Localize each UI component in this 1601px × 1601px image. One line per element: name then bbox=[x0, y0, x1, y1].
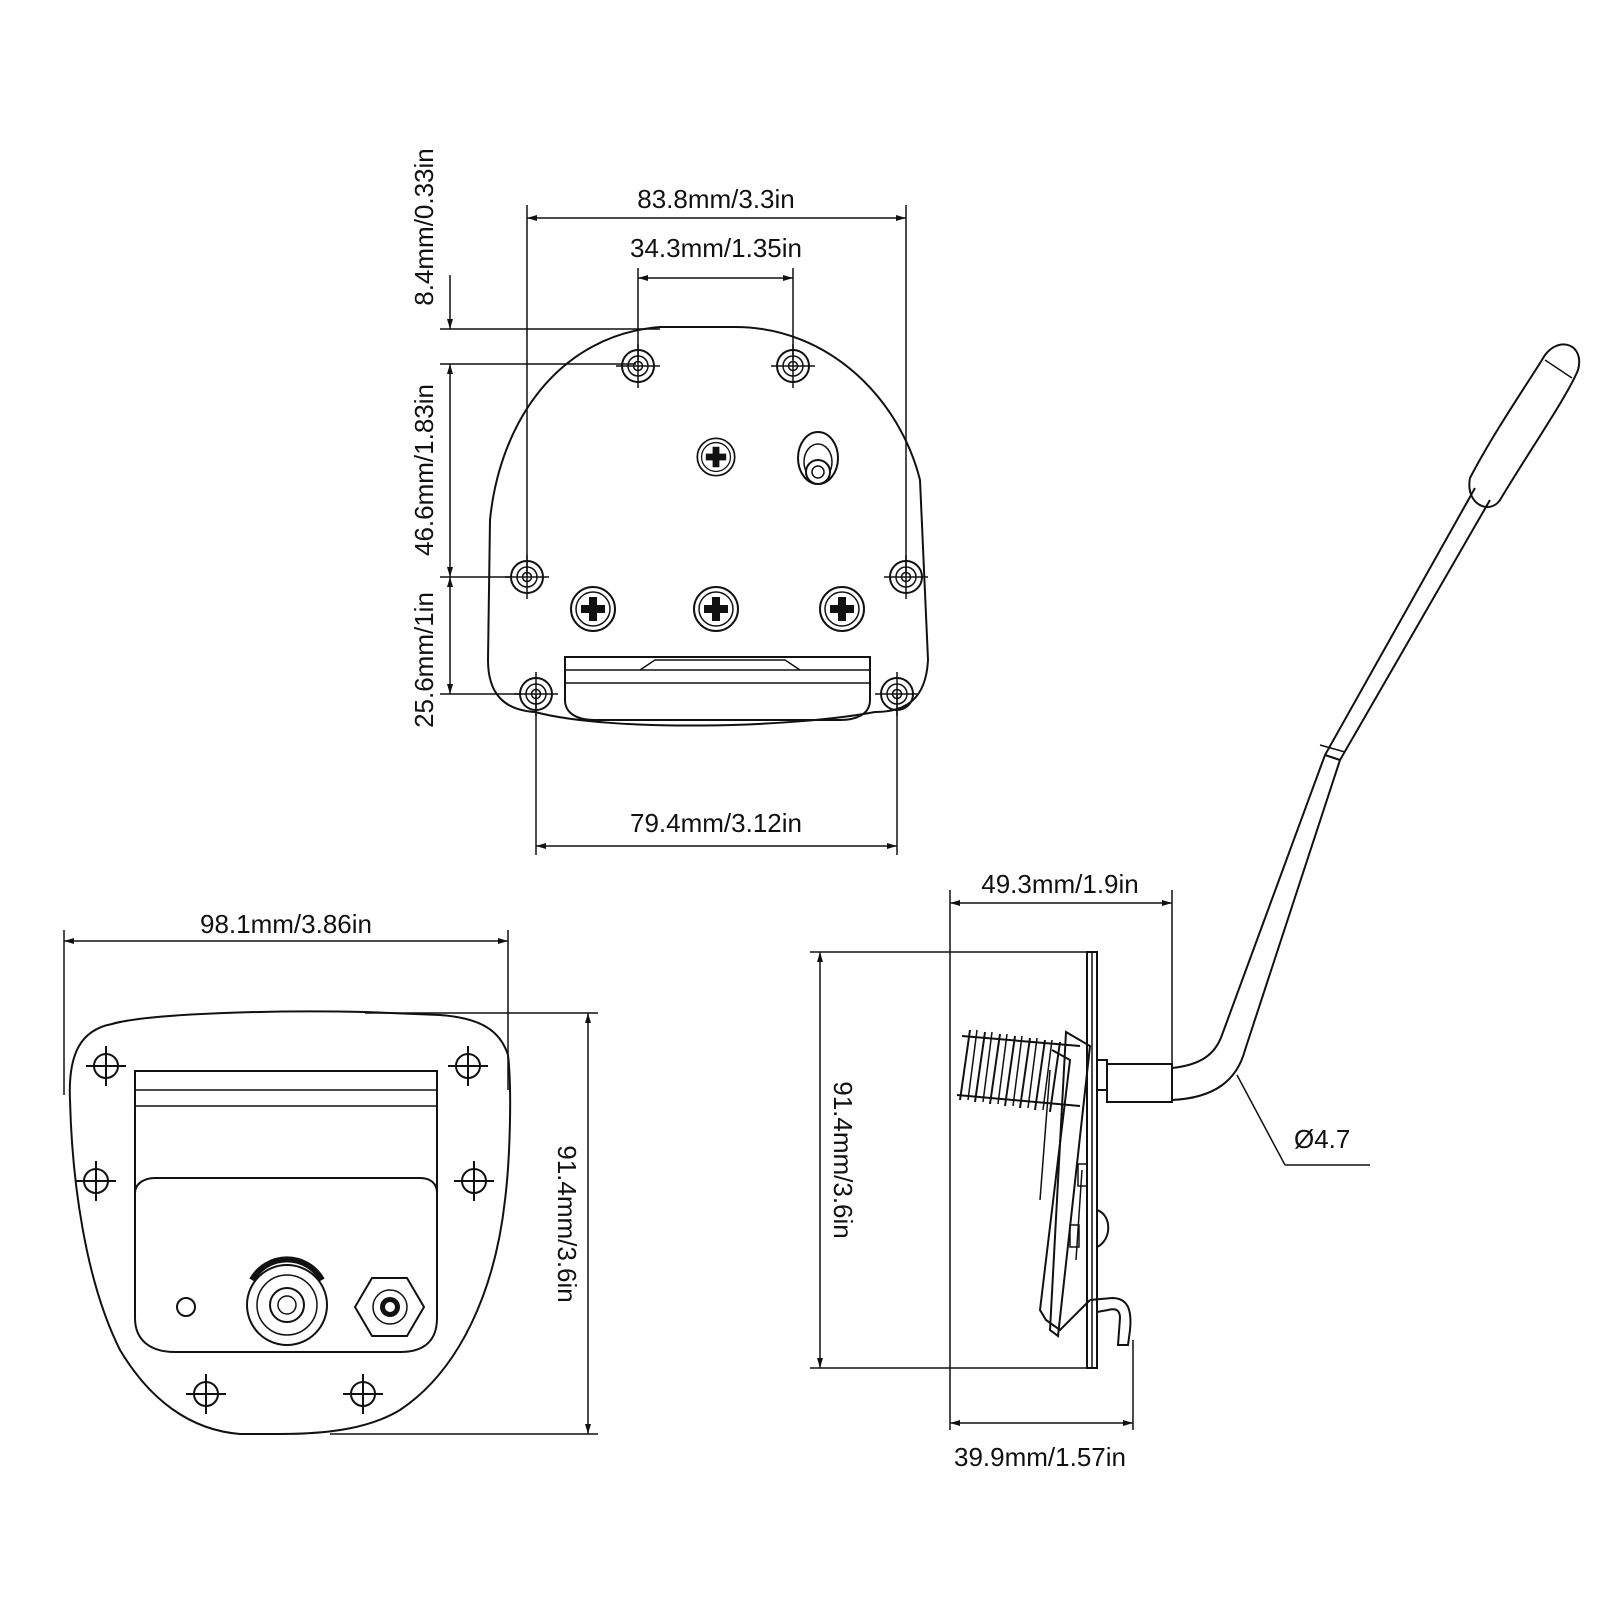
diameter-leader bbox=[1236, 1074, 1370, 1166]
dim-label-offset-top: 8.4mm/0.33in bbox=[409, 148, 439, 306]
dim-label-height-lower: 25.6mm/1in bbox=[409, 592, 439, 728]
screw-icon bbox=[693, 586, 739, 632]
mount-hole-icon bbox=[85, 1045, 127, 1087]
mount-hole-icon bbox=[342, 1373, 384, 1415]
mount-hole-icon bbox=[453, 1160, 495, 1202]
tremolo-arm bbox=[1171, 487, 1491, 1101]
screw-icon bbox=[819, 586, 865, 632]
bottom-hook bbox=[1089, 1296, 1132, 1346]
top-view-lip bbox=[564, 656, 871, 721]
bottom-view: 98.1mm/3.86in 91.4mm/3.6in bbox=[63, 909, 598, 1435]
dim-label-height: 91.4mm/3.6in bbox=[552, 1145, 582, 1303]
arm-socket-icon bbox=[797, 431, 839, 485]
mount-hole-icon bbox=[770, 343, 816, 389]
dim-label-width-overall: 83.8mm/3.3in bbox=[637, 184, 795, 214]
screw-icon bbox=[570, 586, 616, 632]
jack-socket-icon bbox=[246, 1256, 328, 1346]
small-hole-icon bbox=[176, 1297, 196, 1317]
arm-collar bbox=[1096, 1059, 1173, 1103]
arm-tip-icon bbox=[1468, 343, 1581, 508]
lever-bracket bbox=[1038, 1030, 1110, 1338]
spring-icon bbox=[956, 1029, 1081, 1113]
mount-hole-icon bbox=[504, 554, 550, 600]
dim-label-depth-bottom: 39.9mm/1.57in bbox=[954, 1442, 1126, 1472]
side-plate bbox=[1086, 951, 1098, 1369]
bottom-plate-outline bbox=[68, 1010, 512, 1435]
dim-label-width: 98.1mm/3.86in bbox=[200, 909, 372, 939]
mount-hole-icon bbox=[75, 1160, 117, 1202]
dim-label-diameter: Ø4.7 bbox=[1294, 1124, 1350, 1154]
top-view: 83.8mm/3.3in 34.3mm/1.35in 8.4mm/0.33in … bbox=[409, 148, 930, 855]
top-plate-outline bbox=[486, 326, 930, 727]
dim-label-height-mid: 46.6mm/1.83in bbox=[409, 384, 439, 556]
hex-nut-icon bbox=[353, 1277, 426, 1337]
screw-icon bbox=[696, 437, 736, 477]
mount-hole-icon bbox=[447, 1045, 489, 1087]
side-view: 49.3mm/1.9in 91.4mm/3.6in 39.9mm/1.57in bbox=[810, 343, 1581, 1472]
dim-label-depth-top: 49.3mm/1.9in bbox=[981, 869, 1139, 899]
recess-pocket bbox=[134, 1070, 438, 1353]
mount-hole-icon bbox=[874, 671, 920, 717]
mount-hole-icon bbox=[615, 343, 661, 389]
dim-label-hole-spacing: 34.3mm/1.35in bbox=[630, 233, 802, 263]
mount-hole-icon bbox=[185, 1373, 227, 1415]
dim-label-width-bottom: 79.4mm/3.12in bbox=[630, 808, 802, 838]
mount-hole-icon bbox=[883, 554, 929, 600]
dim-label-height: 91.4mm/3.6in bbox=[828, 1081, 858, 1239]
